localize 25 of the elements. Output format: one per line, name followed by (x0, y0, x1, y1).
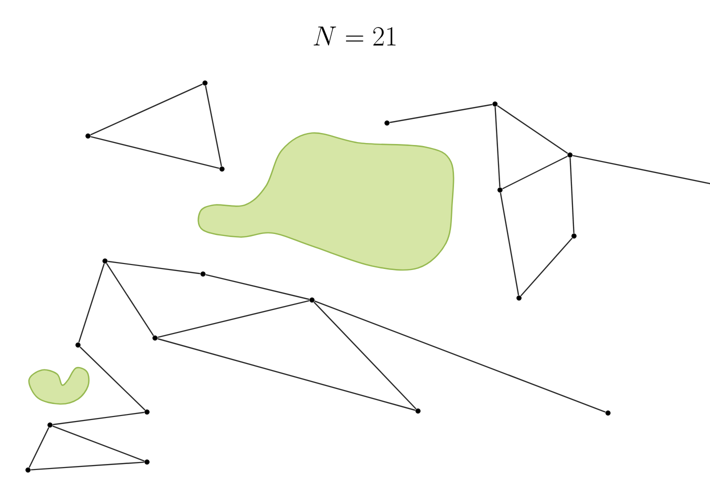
line (90, 84, 203, 136)
line (314, 300, 606, 413)
line (520, 238, 573, 296)
line (572, 154, 710, 185)
line (158, 300, 310, 338)
line (204, 86, 222, 166)
line (502, 156, 568, 190)
line (108, 260, 200, 274)
line (390, 104, 492, 124)
line (52, 412, 144, 426)
line (52, 425, 145, 462)
line (158, 338, 416, 411)
line (90, 136, 220, 169)
title: $N = 21$ (314, 26, 396, 46)
line (106, 263, 154, 336)
line (494, 106, 500, 188)
line (30, 462, 144, 470)
line (78, 263, 105, 343)
line (80, 346, 146, 410)
line (570, 158, 574, 234)
line (206, 274, 310, 300)
line (314, 302, 416, 410)
line (496, 105, 568, 154)
line (28, 427, 50, 468)
line (500, 192, 520, 296)
